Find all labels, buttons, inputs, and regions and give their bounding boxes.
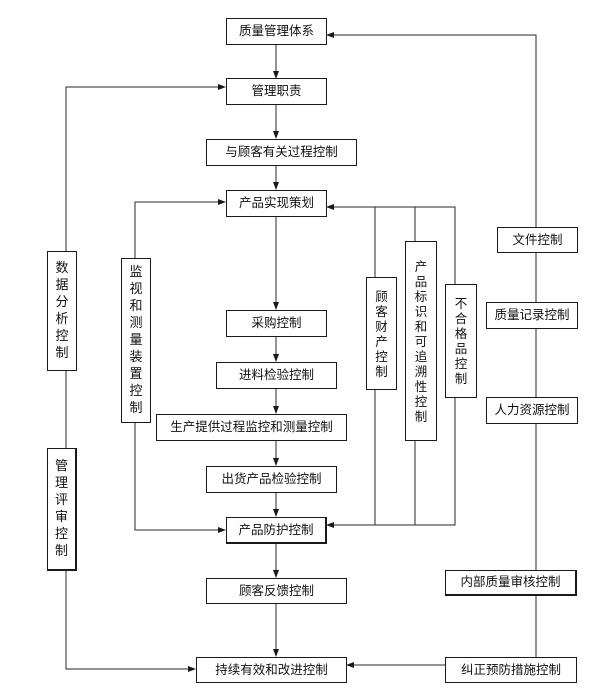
node-char: 客	[375, 303, 388, 319]
node-product-planning: 产品实现策划	[226, 190, 327, 217]
node-char: 分	[55, 295, 69, 310]
node-char: 控	[54, 527, 68, 542]
node-char: 识	[414, 303, 428, 319]
edge-data-analysis-to-mgmt-resp	[65, 84, 226, 251]
edge-right-group-to-protection	[326, 397, 456, 528]
node-char: 制	[375, 363, 388, 379]
node-char: 不	[454, 296, 468, 311]
node-char: 控	[414, 393, 428, 409]
node-char: 装	[129, 350, 143, 365]
node-char: 控	[55, 329, 69, 344]
node-mgmt-review: 管理评审控制	[47, 448, 77, 571]
edge-right-group-to-planning	[326, 204, 456, 284]
edge-document-control-to-qms	[326, 32, 537, 227]
node-customer-process: 与顾客有关过程控制	[206, 139, 357, 166]
node-document-control: 文件控制	[497, 227, 578, 253]
node-mgmt-resp: 管理职责	[226, 78, 327, 105]
node-char: 控	[129, 384, 143, 399]
node-char: 析	[55, 312, 69, 327]
node-char: 和	[129, 299, 143, 314]
node-customer-property: 顾客财产控制	[366, 277, 397, 390]
edge-monitoring-to-planning	[134, 199, 226, 258]
node-char: 监	[129, 265, 143, 280]
node-char: 溯	[414, 363, 428, 379]
node-char: 测	[129, 316, 143, 331]
node-monitoring-devices: 监视和测量装置控制	[121, 258, 151, 423]
node-identification-traceability: 产品标识和可追溯性控制	[405, 241, 437, 441]
node-char: 标	[414, 288, 428, 304]
node-char: 格	[454, 326, 468, 341]
node-char: 控	[375, 348, 388, 364]
node-hr-control: 人力资源控制	[486, 397, 578, 424]
node-char: 品	[454, 341, 468, 356]
node-char: 置	[129, 367, 143, 382]
node-char: 顾	[375, 288, 388, 304]
node-char: 追	[414, 348, 428, 364]
node-char: 性	[414, 378, 428, 394]
node-char: 和	[414, 318, 428, 334]
node-nonconforming: 不合格品控制	[445, 284, 477, 398]
node-char: 可	[414, 333, 428, 349]
node-customer-feedback: 顾客反馈控制	[206, 578, 347, 604]
edge-monitoring-to-protection	[134, 422, 226, 533]
node-char: 理	[54, 476, 68, 491]
node-char: 量	[129, 333, 143, 348]
node-char: 合	[454, 311, 468, 326]
node-char: 制	[55, 346, 69, 361]
node-char: 产	[375, 333, 388, 349]
node-incoming-inspection: 进料检验控制	[216, 362, 337, 389]
node-char: 品	[414, 273, 428, 289]
node-production-monitoring: 生产提供过程监控和测量控制	[156, 414, 347, 441]
node-purchasing: 采购控制	[226, 310, 327, 337]
node-continual-improvement: 持续有效和改进控制	[196, 657, 347, 683]
node-outgoing-inspection: 出货产品检验控制	[206, 466, 337, 493]
node-char: 制	[54, 544, 68, 559]
node-data-analysis: 数据分析控制	[47, 251, 77, 371]
node-char: 审	[54, 510, 68, 525]
node-record-control: 质量记录控制	[486, 302, 578, 329]
node-char: 财	[375, 318, 388, 334]
node-char: 视	[129, 282, 143, 297]
node-char: 产	[414, 258, 428, 274]
node-char: 管	[54, 459, 68, 474]
node-product-protection: 产品防护控制	[226, 517, 327, 544]
node-char: 制	[414, 408, 428, 424]
node-char: 数	[55, 261, 69, 276]
edge-mgmt-review-to-improvement	[65, 570, 196, 672]
node-char: 评	[54, 493, 68, 508]
node-qms: 质量管理体系	[226, 18, 327, 45]
node-char: 控	[454, 356, 468, 371]
node-char: 据	[55, 278, 69, 293]
node-corrective-preventive: 纠正预防措施控制	[445, 657, 577, 683]
node-internal-audit: 内部质量审核控制	[445, 570, 577, 596]
node-char: 制	[454, 371, 468, 386]
node-char: 制	[129, 401, 143, 416]
